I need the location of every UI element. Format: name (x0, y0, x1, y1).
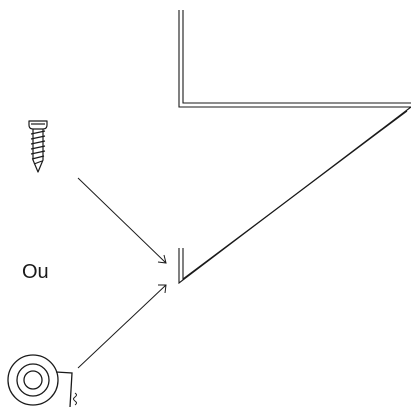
bracket-profile (178, 10, 411, 285)
or-label: Ou (22, 261, 49, 283)
arrow-tape-to-bracket (77, 284, 167, 369)
screw-icon (28, 120, 48, 173)
arrow-screw-to-bracket (77, 177, 167, 264)
tape-roll-icon (7, 354, 77, 407)
